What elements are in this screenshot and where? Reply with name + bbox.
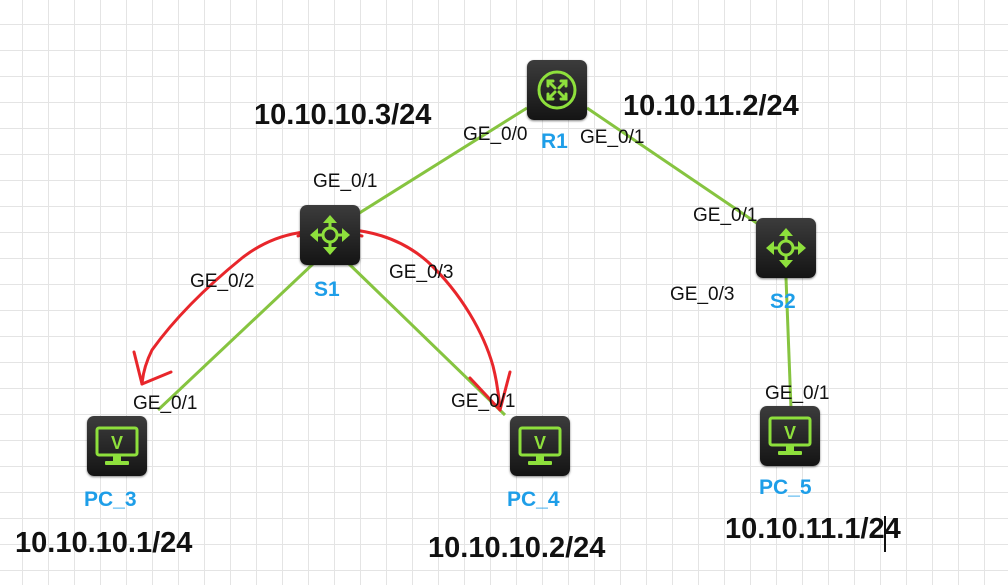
port-label-s1-ge03: GE_0/3 [389, 262, 454, 283]
port-label-r1-ge00: GE_0/0 [463, 124, 528, 145]
pc-screen-glyph: V [111, 433, 123, 453]
port-label-r1-ge01: GE_0/1 [580, 127, 645, 148]
link-r1-s1[interactable] [344, 106, 528, 224]
link-r1-s2[interactable] [586, 106, 771, 234]
port-label-pc4-ge01: GE_0/1 [451, 391, 516, 412]
port-label-s2-ge03: GE_0/3 [670, 284, 735, 305]
port-label-pc3-ge01: GE_0/1 [133, 393, 198, 414]
pc-icon: V [95, 426, 139, 465]
annotation-arrowhead-pc3 [132, 350, 173, 386]
device-label-pc4: PC_4 [507, 488, 560, 511]
port-label-pc5-ge01: GE_0/1 [765, 383, 830, 404]
ip-label-s2-side: 10.10.11.2/24 [623, 90, 799, 122]
annotation-arrowhead-pc4 [468, 370, 512, 412]
switch-s2[interactable] [756, 218, 816, 278]
device-label-pc3: PC_3 [84, 488, 137, 511]
pc-icon: V [518, 426, 562, 465]
ip-label-pc5: 10.10.11.1/24 [725, 513, 901, 545]
device-label-r1: R1 [541, 130, 568, 153]
ip-label-pc3: 10.10.10.1/24 [15, 527, 193, 559]
link-s2-pc5[interactable] [784, 277, 793, 409]
pc-pc3[interactable]: V [87, 416, 147, 476]
switch-s1[interactable] [300, 205, 360, 265]
link-s1-pc4[interactable] [345, 260, 507, 417]
pc-icon: V [768, 416, 812, 455]
ip-label-pc4: 10.10.10.2/24 [428, 532, 606, 564]
device-label-s2: S2 [770, 290, 796, 313]
device-label-pc5: PC_5 [759, 476, 812, 499]
pc-pc4[interactable]: V [510, 416, 570, 476]
device-label-s1: S1 [314, 278, 340, 301]
switch-icon [310, 215, 350, 255]
router-icon [537, 70, 577, 110]
switch-icon [766, 228, 806, 268]
text-cursor [884, 516, 886, 552]
link-s1-pc3[interactable] [156, 260, 317, 412]
port-label-s2-ge01: GE_0/1 [693, 205, 758, 226]
port-label-s1-ge02: GE_0/2 [190, 271, 255, 292]
port-label-s1-ge01: GE_0/1 [313, 171, 378, 192]
ip-label-s1-side: 10.10.10.3/24 [254, 99, 432, 131]
router-r1[interactable] [527, 60, 587, 120]
pc-screen-glyph: V [784, 423, 796, 443]
pc-pc5[interactable]: V [760, 406, 820, 466]
pc-screen-glyph: V [534, 433, 546, 453]
